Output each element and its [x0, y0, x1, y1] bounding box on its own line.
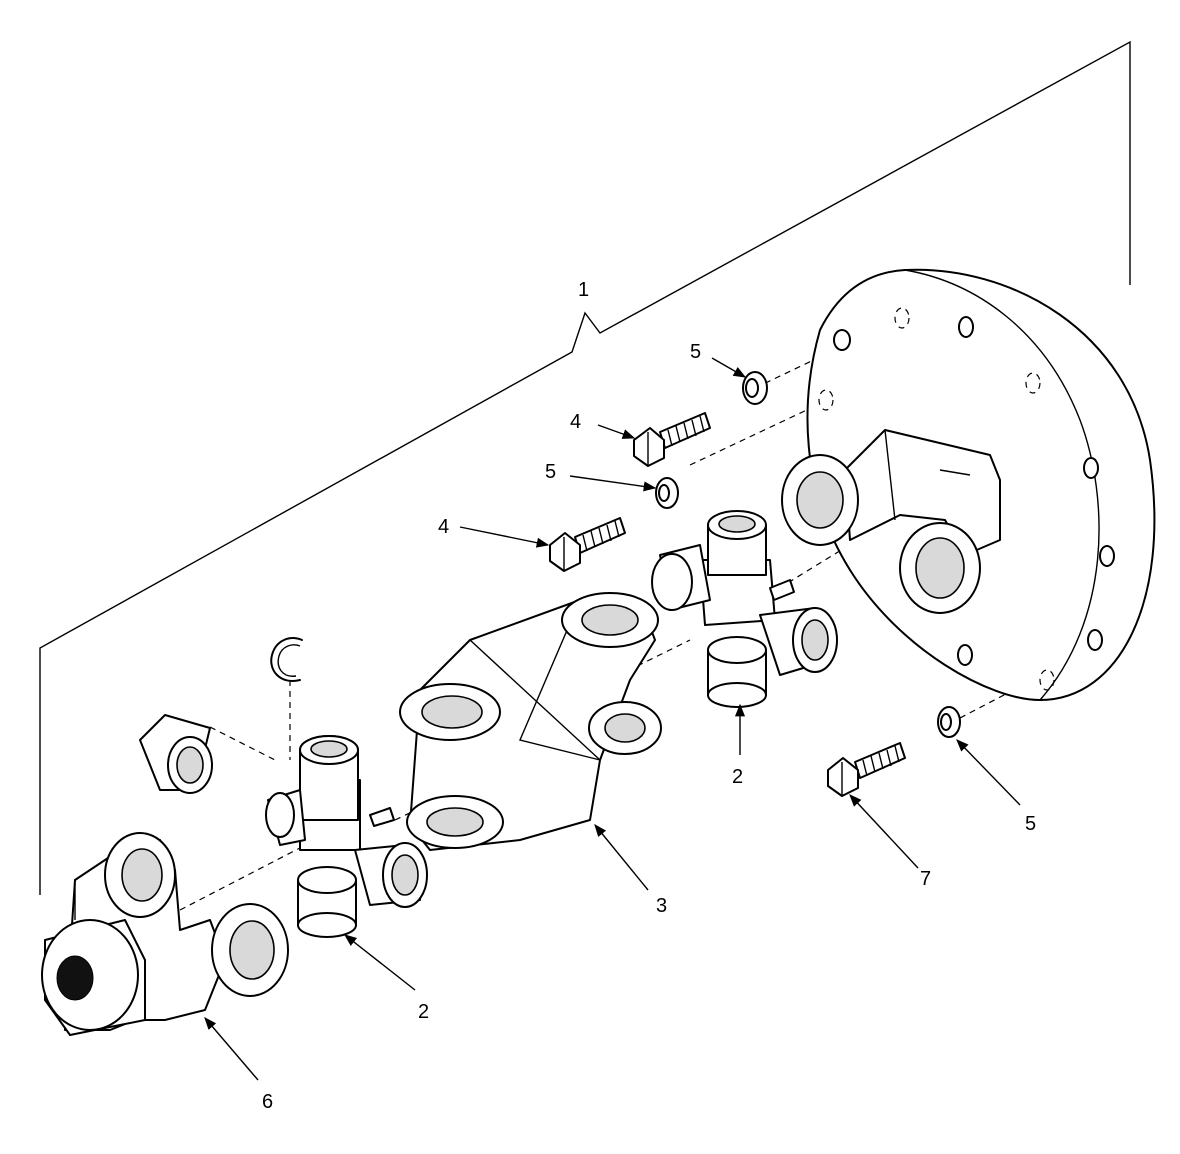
flange-bolt-hole [818, 389, 834, 411]
lock-washer-top [742, 371, 768, 405]
flange-bolt-hole [1039, 669, 1055, 691]
flange-plate [781, 268, 1156, 701]
flange-bolt-hole [1087, 629, 1103, 651]
universal-joint-cross-lower [265, 735, 428, 938]
callout-5-low: 5 [1025, 813, 1036, 835]
flange-bolt-hole [894, 307, 910, 329]
callout-labels: 1 5 4 5 4 2 5 7 3 2 6 [262, 279, 1036, 1113]
lock-washer-low [937, 706, 961, 738]
flange-bolt-hole [1099, 545, 1115, 567]
callout-2-lower: 2 [418, 1001, 429, 1023]
lock-washer-mid [655, 477, 679, 509]
cap-screw-lower [827, 742, 906, 797]
callout-2-upper: 2 [732, 766, 743, 788]
snap-ring [270, 637, 303, 682]
flange-bolt-hole [957, 644, 973, 666]
bearing-cup [139, 714, 213, 794]
flange-bolt-hole [1083, 457, 1099, 479]
flange-bolt-hole [1025, 372, 1041, 394]
callout-6: 6 [262, 1091, 273, 1113]
callout-5-top: 5 [690, 341, 701, 363]
cap-screw-upper [633, 412, 711, 467]
universal-joint-cross-upper [651, 510, 838, 708]
callout-4-lower: 4 [438, 516, 449, 538]
callout-4-upper: 4 [570, 411, 581, 433]
callout-7: 7 [920, 868, 931, 890]
callout-3: 3 [656, 895, 667, 917]
flange-bolt-hole [958, 316, 974, 338]
assembly-bracket-line [39, 40, 1131, 895]
cap-screw-middle [549, 517, 626, 572]
leader-arrows [204, 357, 1021, 1081]
flange-bolt-hole [833, 329, 851, 351]
callout-5-mid: 5 [545, 461, 556, 483]
splined-yoke [41, 832, 289, 1036]
center-yoke [399, 592, 662, 851]
callout-1: 1 [578, 279, 589, 301]
